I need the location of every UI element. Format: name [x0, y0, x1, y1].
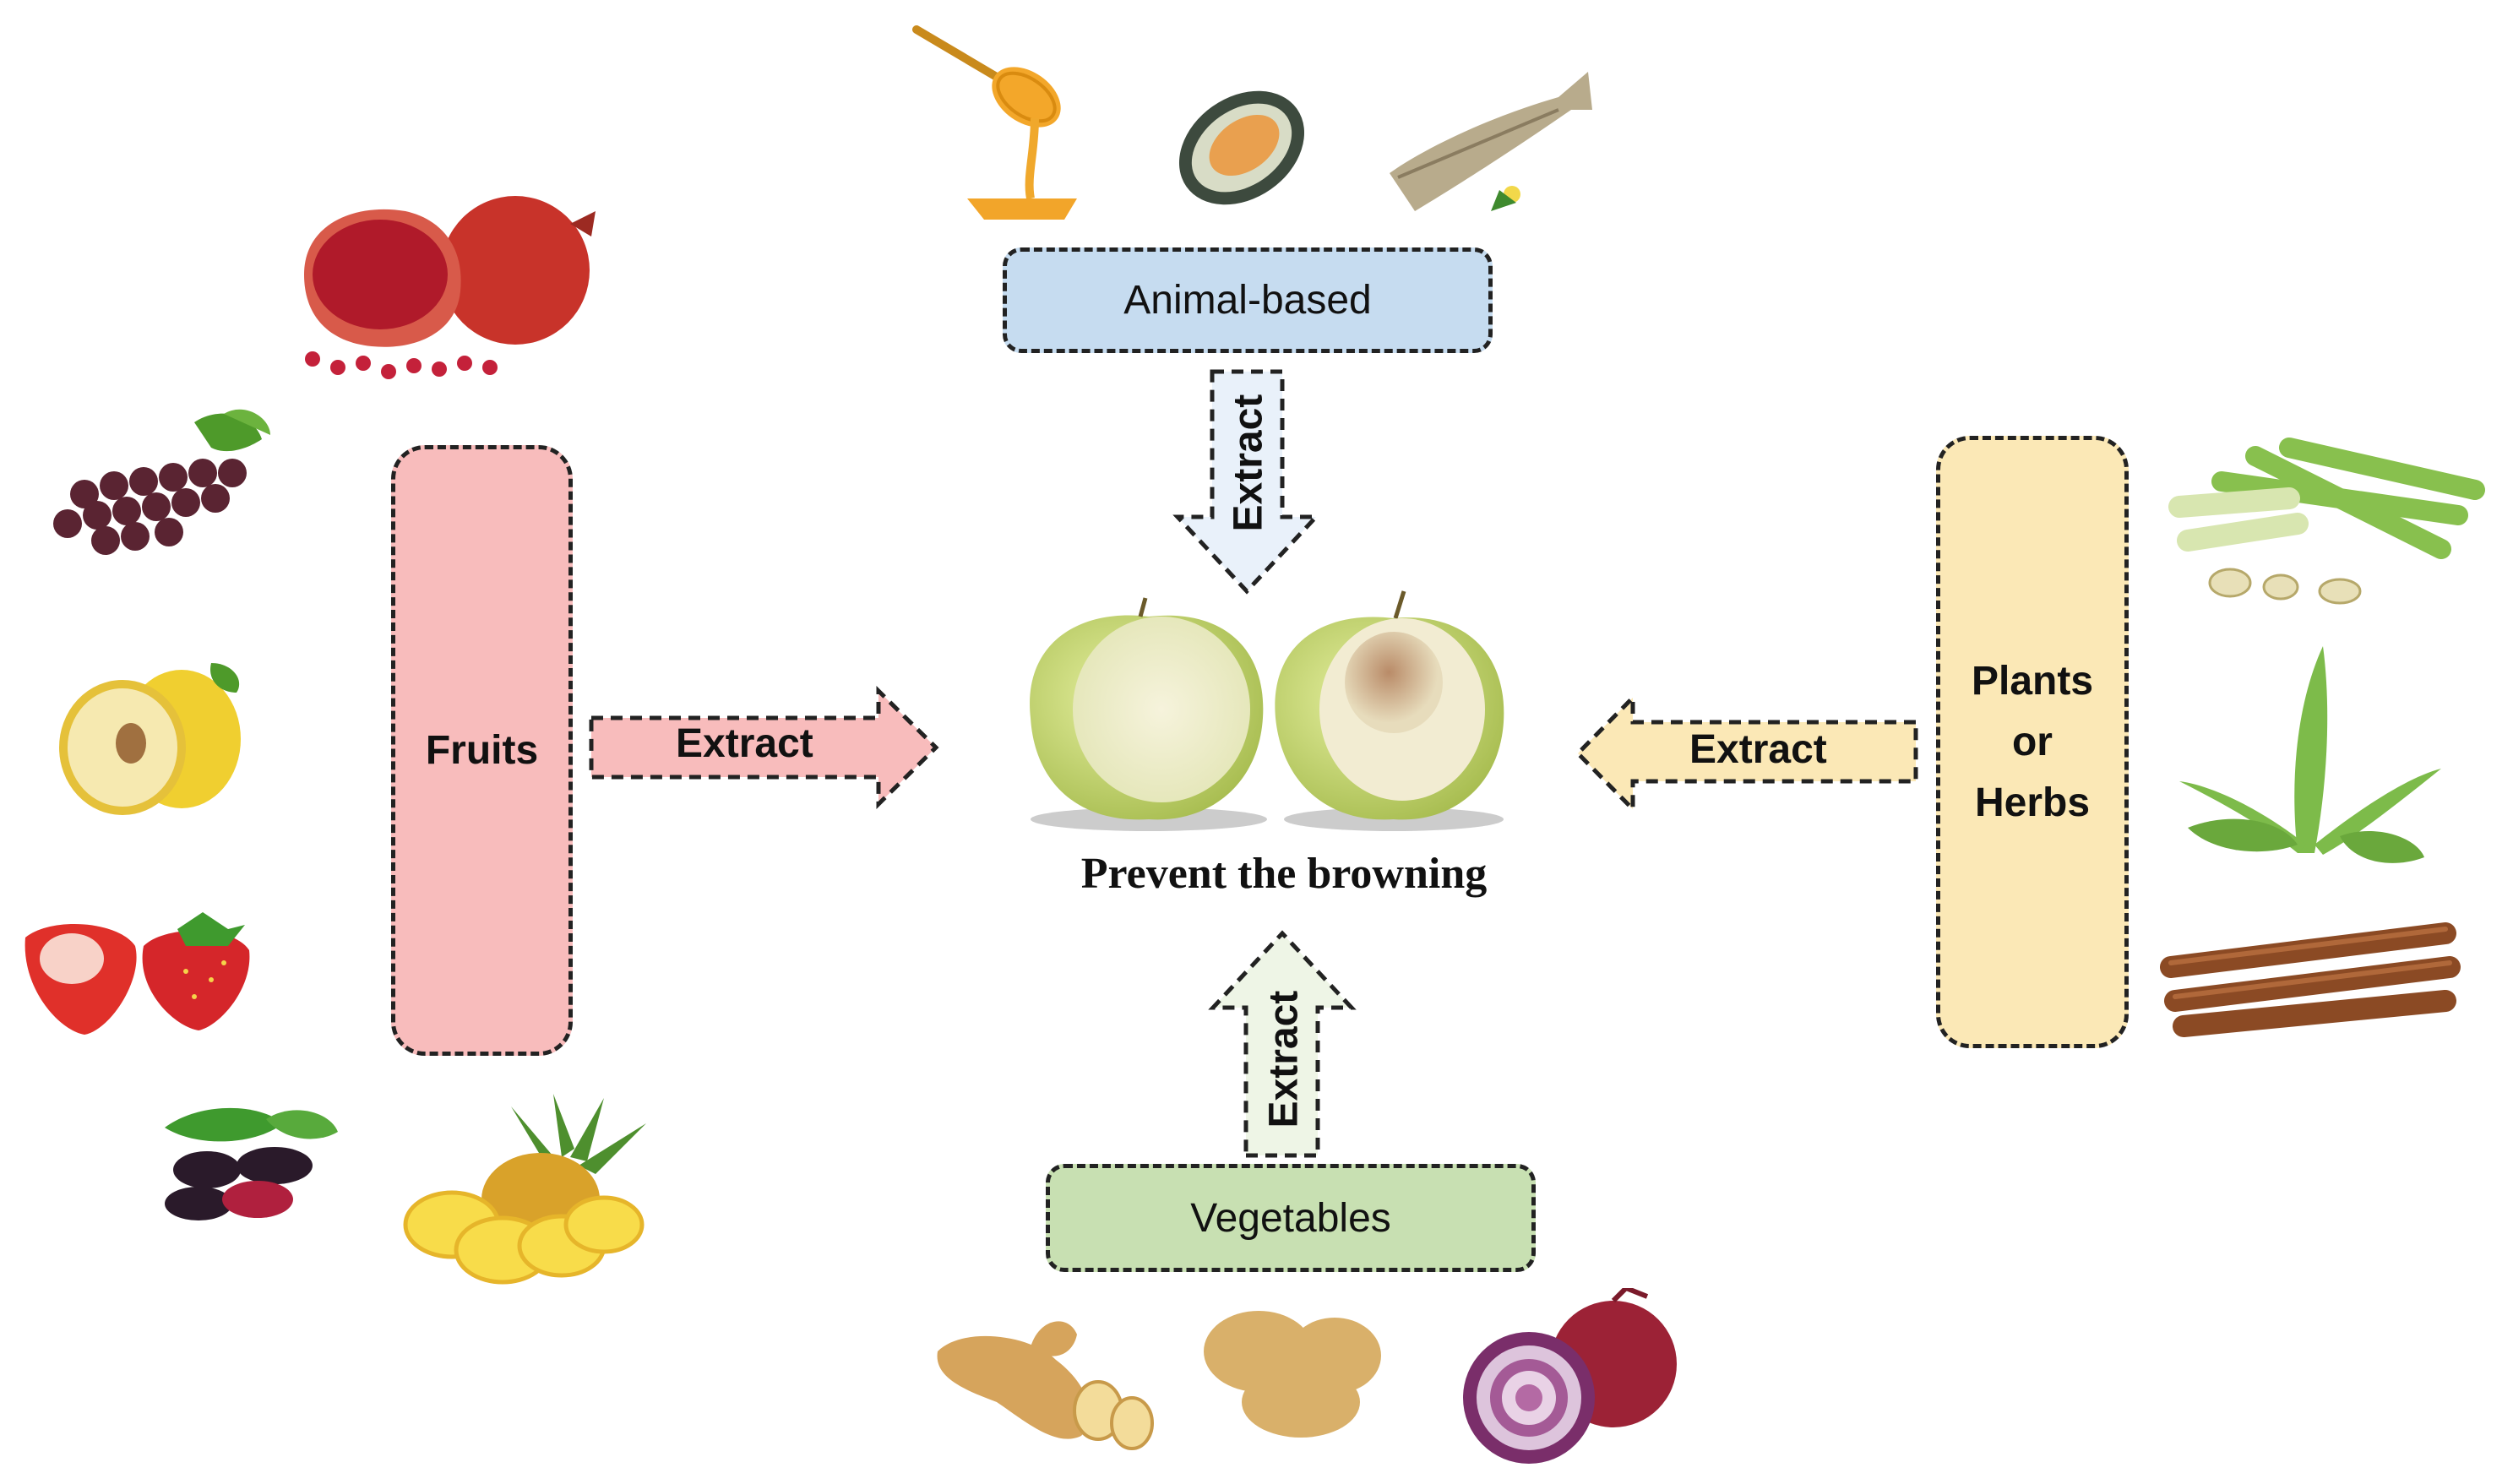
lemongrass-icon: [2168, 438, 2485, 605]
fish-icon: [1390, 72, 1592, 211]
ginger-icon: [937, 1321, 1154, 1450]
animal-based-label: Animal-based: [1123, 278, 1372, 323]
fruits-label: Fruits: [425, 727, 539, 773]
pineapple-icon: [403, 1094, 646, 1285]
animal-based-box: Animal-based: [1003, 247, 1493, 353]
strawberry-icon: [24, 912, 250, 1035]
mussel-icon: [1178, 90, 1305, 205]
plants-label-line-2: or: [2011, 719, 2053, 764]
animal-extract-label: Extract: [1226, 394, 1271, 532]
mulberry-icon: [165, 1107, 338, 1220]
potato-icon: [1204, 1311, 1381, 1438]
plants-extract-arrow: [1575, 692, 1918, 815]
fruits-box: Fruits: [391, 445, 573, 1056]
plants-label-line-3: Herbs: [1974, 780, 2091, 825]
center-caption: Prevent the browning: [1080, 850, 1488, 898]
fruits-extract-label: Extract: [676, 721, 813, 766]
red-onion-icon: [1463, 1288, 1677, 1464]
vegetables-extract-arrow: [1208, 930, 1357, 1158]
plants-or-herbs-box: Plants or Herbs: [1936, 436, 2129, 1048]
vegetables-box: Vegetables: [1046, 1164, 1536, 1272]
fruits-extract-arrow: [589, 686, 939, 809]
plants-label-line-1: Plants: [1971, 658, 2094, 704]
quince-icon: [59, 663, 241, 815]
grapes-icon: [53, 409, 270, 555]
aloe-vera-icon: [2179, 646, 2441, 863]
cinnamon-icon: [2160, 922, 2461, 1037]
vegetables-extract-label: Extract: [1261, 990, 1307, 1128]
plants-extract-label: Extract: [1689, 727, 1827, 772]
honey-dipper-icon: [912, 25, 1077, 220]
vegetables-label: Vegetables: [1190, 1195, 1391, 1241]
animal-extract-arrow: [1172, 369, 1321, 595]
pomegranate-icon: [304, 196, 596, 379]
two-bitten-apples-icon: [1030, 590, 1504, 831]
